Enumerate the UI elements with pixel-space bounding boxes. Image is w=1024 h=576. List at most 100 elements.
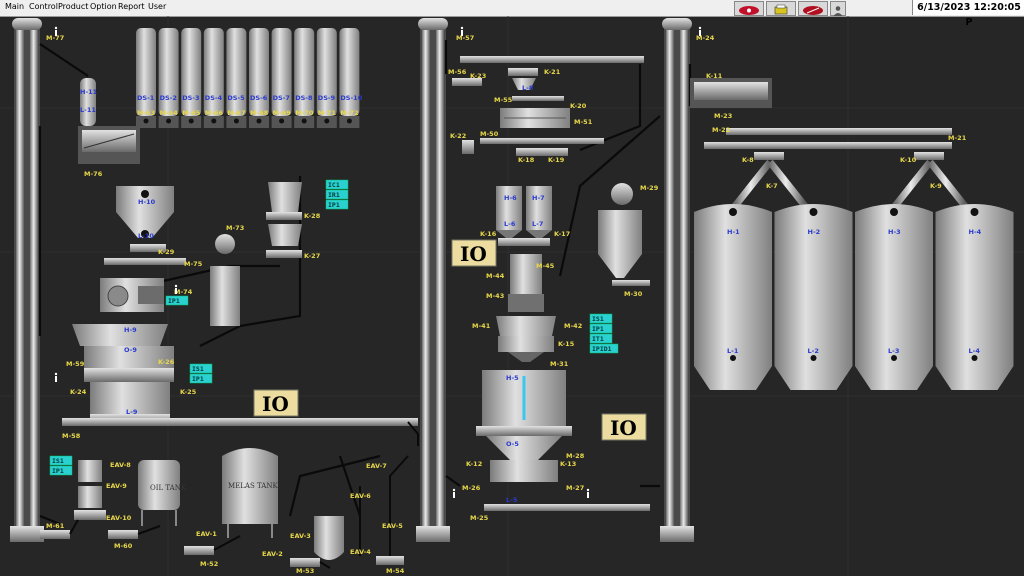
valve-k18-k19[interactable] bbox=[516, 148, 568, 156]
storage-tank-h-4[interactable]: H-4L-4 bbox=[935, 204, 1014, 390]
storage-tank-h-3[interactable]: H-3L-3 bbox=[855, 204, 933, 390]
silo-ds-7[interactable]: DS-7M-69 bbox=[271, 28, 292, 128]
equipment-label: H-11 bbox=[80, 88, 98, 96]
pump-m54[interactable] bbox=[376, 556, 404, 565]
io-box-1[interactable]: IO bbox=[253, 389, 299, 417]
valve-k23[interactable] bbox=[452, 78, 482, 86]
info-icon[interactable] bbox=[54, 372, 58, 382]
pump-m53[interactable] bbox=[290, 558, 320, 567]
conveyor-m75[interactable] bbox=[104, 258, 186, 265]
hopper-h10[interactable] bbox=[116, 186, 174, 238]
instrument-tag[interactable]: IP1 bbox=[325, 199, 349, 210]
pellet-mill-m44-m43[interactable] bbox=[508, 254, 544, 312]
instrument-tag[interactable]: IP1 bbox=[165, 295, 189, 306]
silo-ds-6[interactable]: DS-6M-68 bbox=[249, 28, 269, 128]
filter-m29[interactable] bbox=[598, 183, 642, 278]
valve-k22[interactable] bbox=[462, 140, 474, 154]
conveyor-m50[interactable] bbox=[480, 138, 604, 144]
screener-m23[interactable] bbox=[690, 78, 772, 108]
silo-ds-1[interactable]: DS-1M-63 bbox=[136, 28, 156, 128]
conveyor-m55[interactable] bbox=[512, 96, 564, 101]
silo-ds-4[interactable]: DS-4M-66 bbox=[203, 28, 224, 128]
hopper-l8[interactable] bbox=[512, 78, 536, 90]
instrument-tag[interactable]: IT1 bbox=[589, 333, 613, 344]
melas-tank[interactable] bbox=[222, 448, 278, 538]
silo-ds-9[interactable]: DS-9M-71 bbox=[316, 28, 337, 128]
instrument-tag[interactable]: IP1 bbox=[589, 323, 613, 334]
menu-user[interactable]: User bbox=[148, 2, 167, 11]
equipment-label: M-28 bbox=[566, 452, 585, 460]
storage-tank-h-2[interactable]: H-2L-2 bbox=[774, 204, 853, 390]
pellet-mill-m74[interactable] bbox=[100, 278, 164, 312]
cooler-h5[interactable] bbox=[476, 370, 572, 482]
hammer-mill-m51[interactable] bbox=[500, 108, 570, 128]
silo-ds-3[interactable]: DS-3M-65 bbox=[181, 28, 202, 128]
conveyor-m21[interactable] bbox=[704, 142, 952, 149]
info-icon[interactable] bbox=[452, 488, 456, 498]
menu-product[interactable]: Product bbox=[58, 2, 89, 11]
info-icon[interactable] bbox=[54, 26, 58, 36]
instrument-tag[interactable]: IPID1 bbox=[589, 343, 619, 354]
valve-k16-k17[interactable] bbox=[498, 238, 550, 246]
elevator-left[interactable] bbox=[10, 18, 44, 542]
bin-k27[interactable] bbox=[266, 224, 302, 258]
io-box-2[interactable]: IO bbox=[451, 239, 497, 267]
silo-ds-2[interactable]: DS-2M-64 bbox=[158, 28, 179, 128]
conditioner-m73[interactable] bbox=[210, 234, 240, 326]
valve-k8[interactable] bbox=[754, 152, 784, 160]
dosing-unit-left[interactable] bbox=[74, 460, 106, 520]
equipment-label: L-9 bbox=[126, 408, 138, 416]
menu-control[interactable]: Control bbox=[29, 2, 58, 11]
cooler-h9[interactable] bbox=[72, 324, 174, 424]
equipment-label: K-11 bbox=[706, 72, 723, 80]
pump-m61[interactable] bbox=[40, 530, 70, 539]
alarm-button[interactable] bbox=[734, 1, 764, 16]
conditioner-m41-m42[interactable] bbox=[496, 316, 556, 362]
conveyor-m56[interactable] bbox=[460, 56, 644, 63]
silo-motor-label: M-69 bbox=[273, 109, 292, 117]
equipment-label: M-58 bbox=[62, 432, 81, 440]
menu-main[interactable]: Main bbox=[5, 2, 25, 11]
instrument-tag[interactable]: IC1 bbox=[325, 179, 349, 190]
equipment-label: K-12 bbox=[466, 460, 482, 468]
valve-k29[interactable] bbox=[130, 244, 166, 252]
equipment-label: M-43 bbox=[486, 292, 504, 300]
instrument-tag[interactable]: IP1 bbox=[189, 373, 213, 384]
instrument-tag[interactable]: IS1 bbox=[189, 363, 213, 374]
svg-text:IS1: IS1 bbox=[592, 315, 604, 323]
screener-m76[interactable] bbox=[78, 126, 140, 164]
pump-m60[interactable] bbox=[108, 530, 138, 539]
print-button[interactable] bbox=[766, 1, 796, 16]
oil-tank[interactable] bbox=[138, 460, 180, 526]
valve-k21[interactable] bbox=[508, 68, 538, 76]
storage-tank-h-1[interactable]: H-1L-1 bbox=[694, 204, 772, 390]
elevator-right[interactable] bbox=[660, 18, 694, 542]
silo-ds-8[interactable]: DS-8M-70 bbox=[294, 28, 315, 128]
info-icon[interactable] bbox=[698, 26, 702, 36]
instrument-tag[interactable]: IR1 bbox=[325, 189, 349, 200]
info-icon[interactable] bbox=[586, 488, 590, 498]
user-button[interactable] bbox=[830, 1, 846, 16]
instrument-tag[interactable]: IS1 bbox=[49, 455, 73, 466]
elevator-middle[interactable] bbox=[416, 18, 450, 542]
silo-ds-10[interactable]: DS-10M-72 bbox=[339, 28, 363, 128]
info-icon[interactable] bbox=[460, 26, 464, 36]
io-box-3[interactable]: IO bbox=[601, 413, 647, 441]
silo-ds-5[interactable]: DS-5M-67 bbox=[226, 28, 247, 128]
menu-option[interactable]: Option bbox=[90, 2, 117, 11]
menu-report[interactable]: Report bbox=[118, 2, 145, 11]
hopper-h11[interactable] bbox=[80, 78, 96, 126]
conveyor-m22[interactable] bbox=[726, 128, 952, 135]
valve-k10[interactable] bbox=[914, 152, 944, 160]
mixer-vessel[interactable] bbox=[314, 516, 344, 560]
pump-m52[interactable] bbox=[184, 546, 214, 555]
instrument-tag[interactable]: IP1 bbox=[49, 465, 73, 476]
conveyor-m25[interactable] bbox=[484, 504, 650, 511]
conveyor-m58[interactable] bbox=[62, 418, 418, 426]
conveyor-m30[interactable] bbox=[612, 280, 650, 286]
info-icon[interactable] bbox=[174, 284, 178, 294]
instrument-tag[interactable]: IS1 bbox=[589, 313, 613, 324]
bin-k28[interactable] bbox=[266, 182, 302, 220]
stop-button[interactable] bbox=[798, 1, 828, 16]
bins-h6-h7[interactable] bbox=[496, 186, 552, 238]
